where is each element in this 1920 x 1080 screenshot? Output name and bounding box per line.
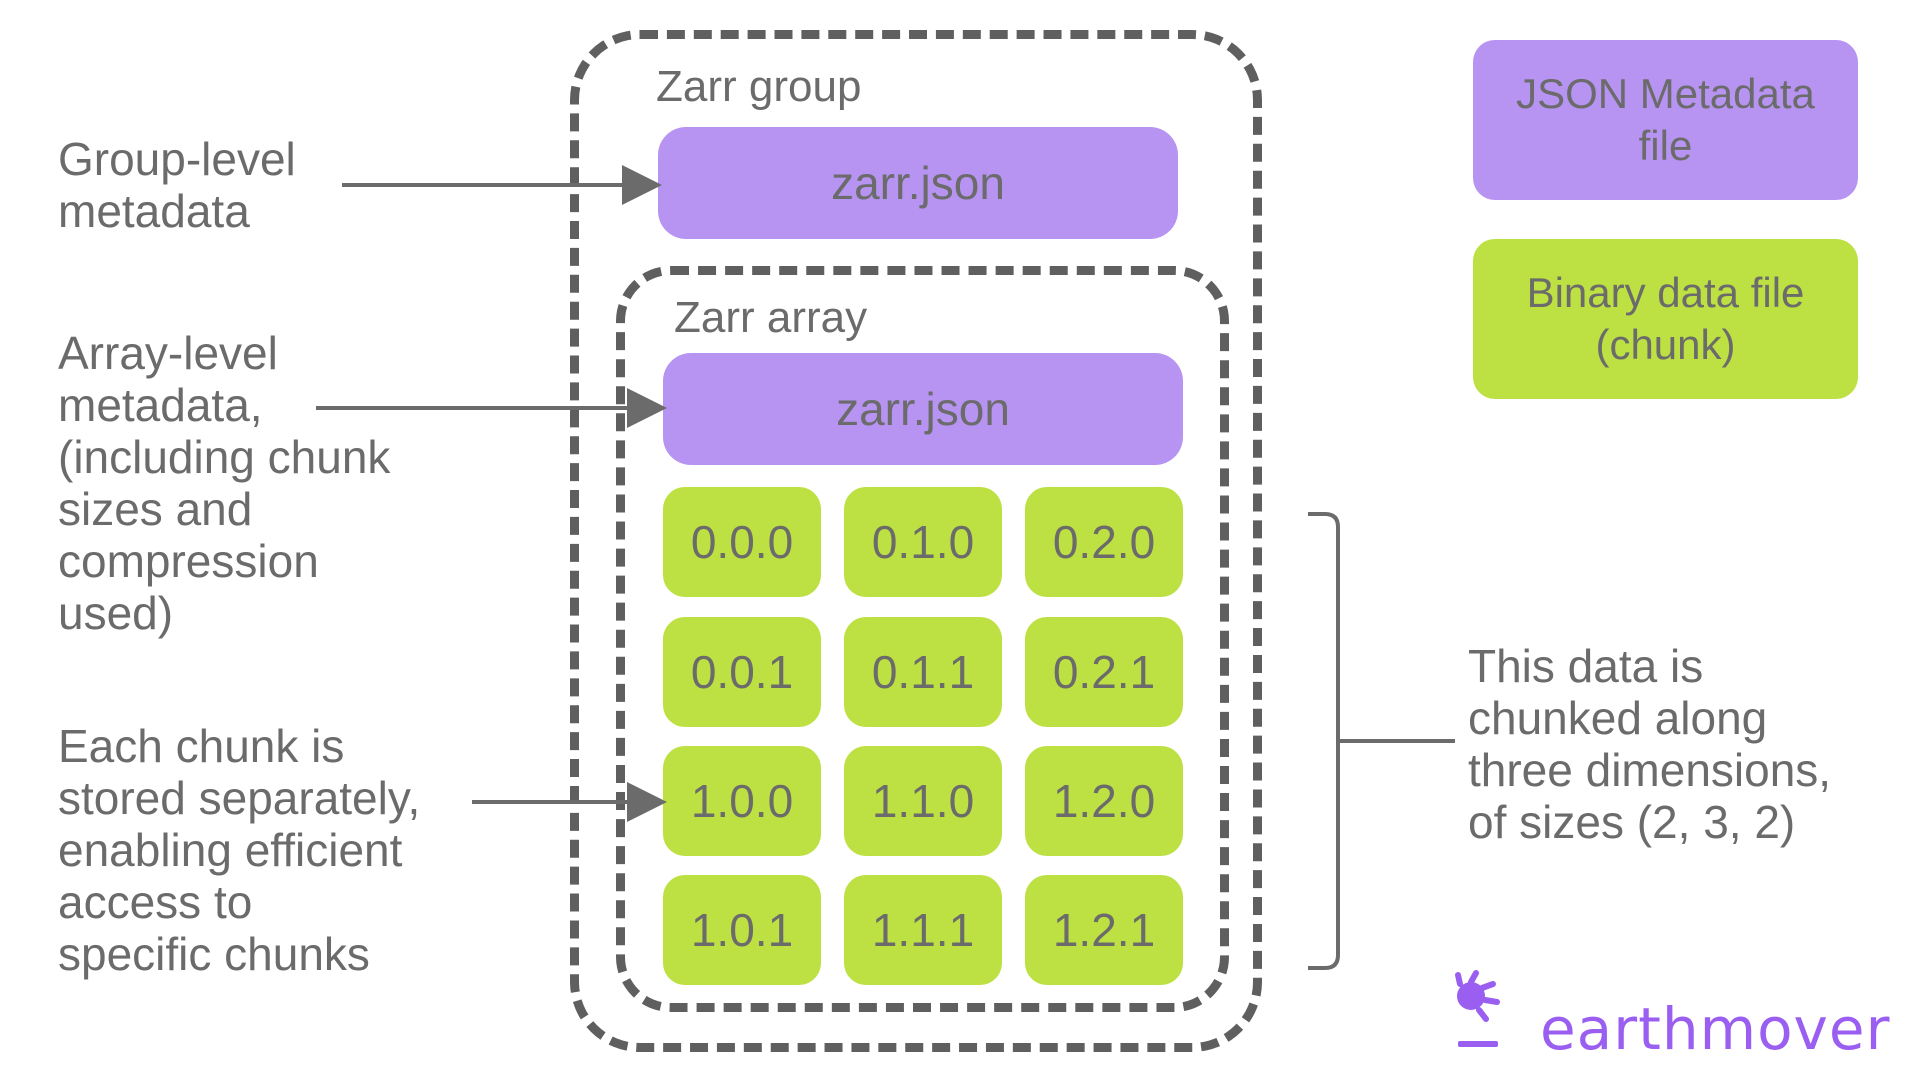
chunk-storage-annotation: Each chunk is stored separately, enablin… [58,720,421,980]
earthmover-logo-icon [1455,970,1500,1047]
chunks-bracket [1308,512,1340,970]
chunk-1-1-1: 1.1.1 [844,875,1002,985]
array-metadata-annotation: Array-level metadata, (including chunk s… [58,327,391,639]
chunk-0-2-0: 0.2.0 [1025,487,1183,597]
group-metadata-file: zarr.json [658,127,1178,239]
zarr-array-label: Zarr array [674,293,868,342]
group-metadata-annotation: Group-level metadata [58,133,296,237]
legend-binary-chunk: Binary data file (chunk) [1473,239,1858,399]
chunking-note-annotation: This data is chunked along three dimensi… [1468,640,1832,848]
earthmover-wordmark: earthmover [1540,995,1891,1063]
chunk-1-1-0: 1.1.0 [844,746,1002,856]
chunk-0-2-1: 0.2.1 [1025,617,1183,727]
chunk-1-0-0: 1.0.0 [663,746,821,856]
chunk-1-0-1: 1.0.1 [663,875,821,985]
legend-metadata-file: JSON Metadata file [1473,40,1858,200]
zarr-group-label: Zarr group [656,62,862,111]
chunk-0-0-0: 0.0.0 [663,487,821,597]
zarr-group-container [570,30,1262,1052]
chunk-0-0-1: 0.0.1 [663,617,821,727]
array-metadata-file: zarr.json [663,353,1183,465]
chunk-1-2-1: 1.2.1 [1025,875,1183,985]
zarr-array-container [616,266,1229,1012]
chunk-1-2-0: 1.2.0 [1025,746,1183,856]
chunk-0-1-0: 0.1.0 [844,487,1002,597]
chunk-0-1-1: 0.1.1 [844,617,1002,727]
